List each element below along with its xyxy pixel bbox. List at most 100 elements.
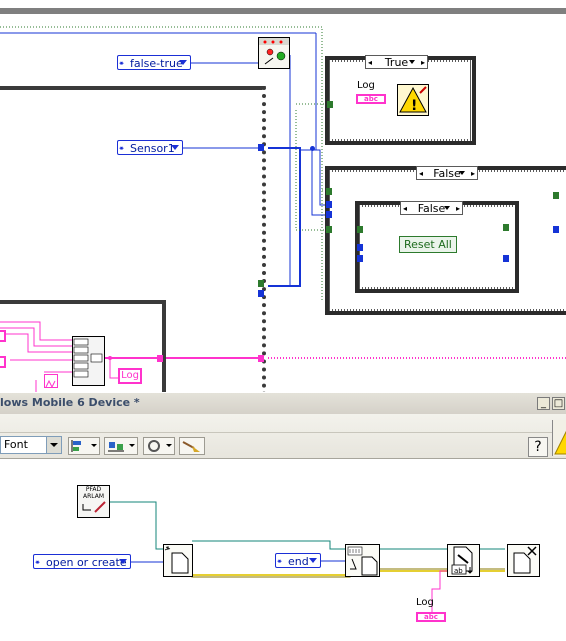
decrement-icon: ◂ [368,58,373,67]
svg-text:!: ! [411,98,417,114]
warning-panel [552,420,566,456]
tunnel-terminal [503,224,509,231]
write-text-file-function[interactable]: ab [447,544,480,577]
tunnel-terminal [357,244,363,251]
tunnel-terminal [357,226,363,233]
toolbar-divider [0,432,566,433]
minimize-button[interactable]: _ [537,397,550,410]
log-indicator[interactable]: Log [118,368,142,384]
warning-icon [554,430,566,455]
write-text-icon: ab [451,546,473,575]
selector-label: False [417,202,446,215]
chevron-down-icon [309,558,317,563]
log-string-control[interactable]: abc [416,612,446,622]
font-dropdown[interactable]: Font [0,436,62,454]
window-title: lows Mobile 6 Device * [0,396,140,409]
tunnel-terminal [357,255,363,262]
align-objects-button[interactable] [68,437,100,455]
reorder-icon [148,440,172,452]
top-block-diagram: false-true Sensor1 ◂ True ▸ Log abc ! [0,0,566,392]
enum-label: Sensor1 [130,142,175,155]
close-file-icon [513,546,537,574]
inner-case-selector-false[interactable]: ◂ False ▸ [400,201,463,215]
decrement-icon: ◂ [403,204,408,213]
tunnel-terminal [326,188,332,195]
warning-icon: ! [399,86,427,114]
log-label: Log [357,80,375,91]
waveform-icon [45,379,56,389]
bundle-icon [73,338,103,378]
path-line-1: PFAD [85,486,102,493]
set-file-position-function[interactable] [345,544,380,577]
chevron-down-icon [119,559,127,564]
chevron-down-icon [179,60,187,65]
end-enum[interactable]: end [275,553,321,569]
open-or-create-enum[interactable]: open or create [33,554,131,570]
window-toolbar [0,414,566,459]
tunnel-terminal [326,201,332,208]
wire-junction [108,356,112,360]
reorder-button[interactable] [143,437,175,455]
inner-sequence-frame [0,300,166,396]
increment-icon: ▸ [470,169,475,178]
increment-icon: ▸ [420,58,425,67]
tunnel-terminal [553,226,559,233]
broom-icon [182,441,200,452]
file-icon [164,546,189,574]
open-file-function[interactable] [163,544,193,577]
bottom-block-diagram: PFAD ARLAM open or create end [0,459,566,641]
tunnel-terminal [326,211,332,218]
tunnel-terminal [157,355,163,362]
path-line-2: ARLAM [82,493,105,500]
help-button[interactable]: ? [528,437,548,457]
diagram-top-bar [0,8,566,14]
tunnel-terminal [326,226,332,233]
selector-terminal [327,101,333,108]
enum-label: open or create [46,556,127,569]
font-dropdown-label: Font [4,438,28,451]
sensor-enum[interactable]: Sensor1 [117,140,183,156]
tunnel-terminal [553,192,559,199]
event-function-icon[interactable] [258,37,290,69]
case-selector-true[interactable]: ◂ True ▸ [365,55,428,69]
tunnel-terminal [503,255,509,262]
enum-label: end [288,555,309,568]
bundle-node[interactable] [72,336,105,386]
align-icon [71,440,97,452]
tunnel-terminal [258,290,264,297]
warning-dialog-icon[interactable]: ! [397,84,429,116]
svg-text:ab: ab [454,567,463,575]
traffic-light-icon [259,38,289,65]
reset-all-constant[interactable]: Reset All [399,236,457,253]
distribute-objects-button[interactable] [104,437,138,455]
false-true-enum[interactable]: false-true [117,55,191,71]
pink-subvi-icon[interactable] [44,374,58,389]
case-selector-false[interactable]: ◂ False ▸ [416,166,478,180]
distribute-icon [108,442,135,452]
tunnel-terminal [258,355,264,362]
indicator-label: Log [121,370,139,381]
chevron-down-icon [171,145,179,150]
selector-label: True [384,56,409,69]
window-titlebar[interactable]: lows Mobile 6 Device * _ □ [0,392,566,415]
chevron-down-icon [444,206,450,210]
decrement-icon: ◂ [419,169,424,178]
log-string-control[interactable]: abc [356,94,386,104]
close-file-function[interactable] [507,544,540,577]
enum-label: false-true [130,57,183,70]
selector-label: False [433,167,461,180]
log-label: Log [416,597,434,608]
small-string-constant [0,356,6,368]
wire-junction [310,146,315,151]
maximize-button[interactable]: □ [552,397,565,410]
path-constant-icon[interactable]: PFAD ARLAM [77,485,110,518]
cleanup-diagram-button[interactable] [179,437,205,455]
while-loop-structure [0,86,266,396]
chevron-down-icon [409,60,415,64]
pencil-icon [82,501,106,513]
chevron-down-icon [459,171,465,175]
tunnel-terminal [258,144,264,151]
small-string-constant [0,330,6,342]
tunnel-terminal [258,280,264,287]
file-position-icon [347,546,378,576]
